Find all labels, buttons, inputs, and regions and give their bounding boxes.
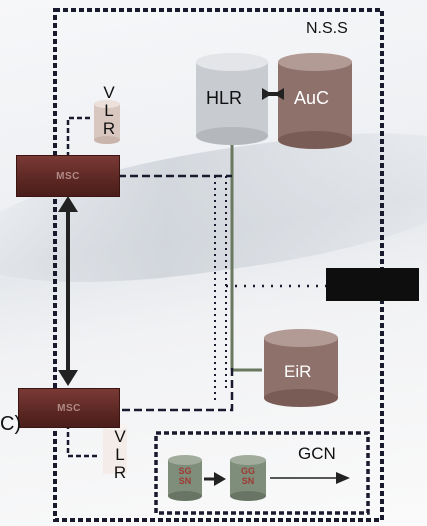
vlr-bottom-link (66, 424, 98, 458)
sgsn-line1: SG (178, 466, 192, 476)
vlr-bottom-r: R (113, 463, 127, 482)
msc-top-node: MSC (16, 155, 120, 197)
gcn-label: GCN (298, 444, 336, 463)
redacted-node (326, 268, 419, 301)
vlr-top-v: V (103, 83, 115, 102)
hlr-cylinder (196, 53, 268, 145)
eir-dashed-link (118, 368, 234, 412)
auc-label: AuC (294, 88, 330, 108)
eir-label: EiR (284, 362, 312, 381)
vlr-top-r: R (102, 119, 116, 138)
sgsn-ggsn-arrow (204, 472, 226, 486)
msc-top-label: MSC (56, 170, 80, 182)
vlr-top-l: L (104, 101, 114, 120)
ggsn-cylinder (230, 455, 266, 501)
sgsn-cylinder (168, 455, 202, 501)
left-fragment-label: C) (0, 413, 22, 435)
sgsn-label: SG SN (170, 466, 200, 486)
ggsn-label: GG SN (233, 466, 263, 486)
vlr-top-cylinder (94, 100, 120, 144)
vlr-bottom-l: L (115, 445, 125, 464)
nss-label: N.S.S (306, 20, 348, 37)
nss-boundary (53, 8, 384, 522)
vlr-top-link (66, 116, 90, 157)
msc-double-arrow (58, 196, 78, 386)
vlr-bottom-label: V L R (112, 428, 128, 482)
ggsn-out-arrow (270, 472, 350, 484)
sgsn-line2: SN (178, 476, 192, 486)
vlr-top-label: V L R (101, 84, 117, 138)
gcn-boundary (154, 431, 370, 515)
eir-cylinder (264, 329, 338, 407)
msc-bottom-node: MSC (18, 388, 120, 428)
ggsn-line1: GG (240, 466, 255, 476)
msc-bottom-label: MSC (57, 402, 81, 414)
vlr-bottom-v: V (114, 427, 126, 446)
ggsn-line2: SN (241, 476, 255, 486)
auc-cylinder (278, 53, 352, 149)
hlr-label: HLR (206, 88, 243, 108)
hlr-auc-connector (262, 88, 284, 100)
